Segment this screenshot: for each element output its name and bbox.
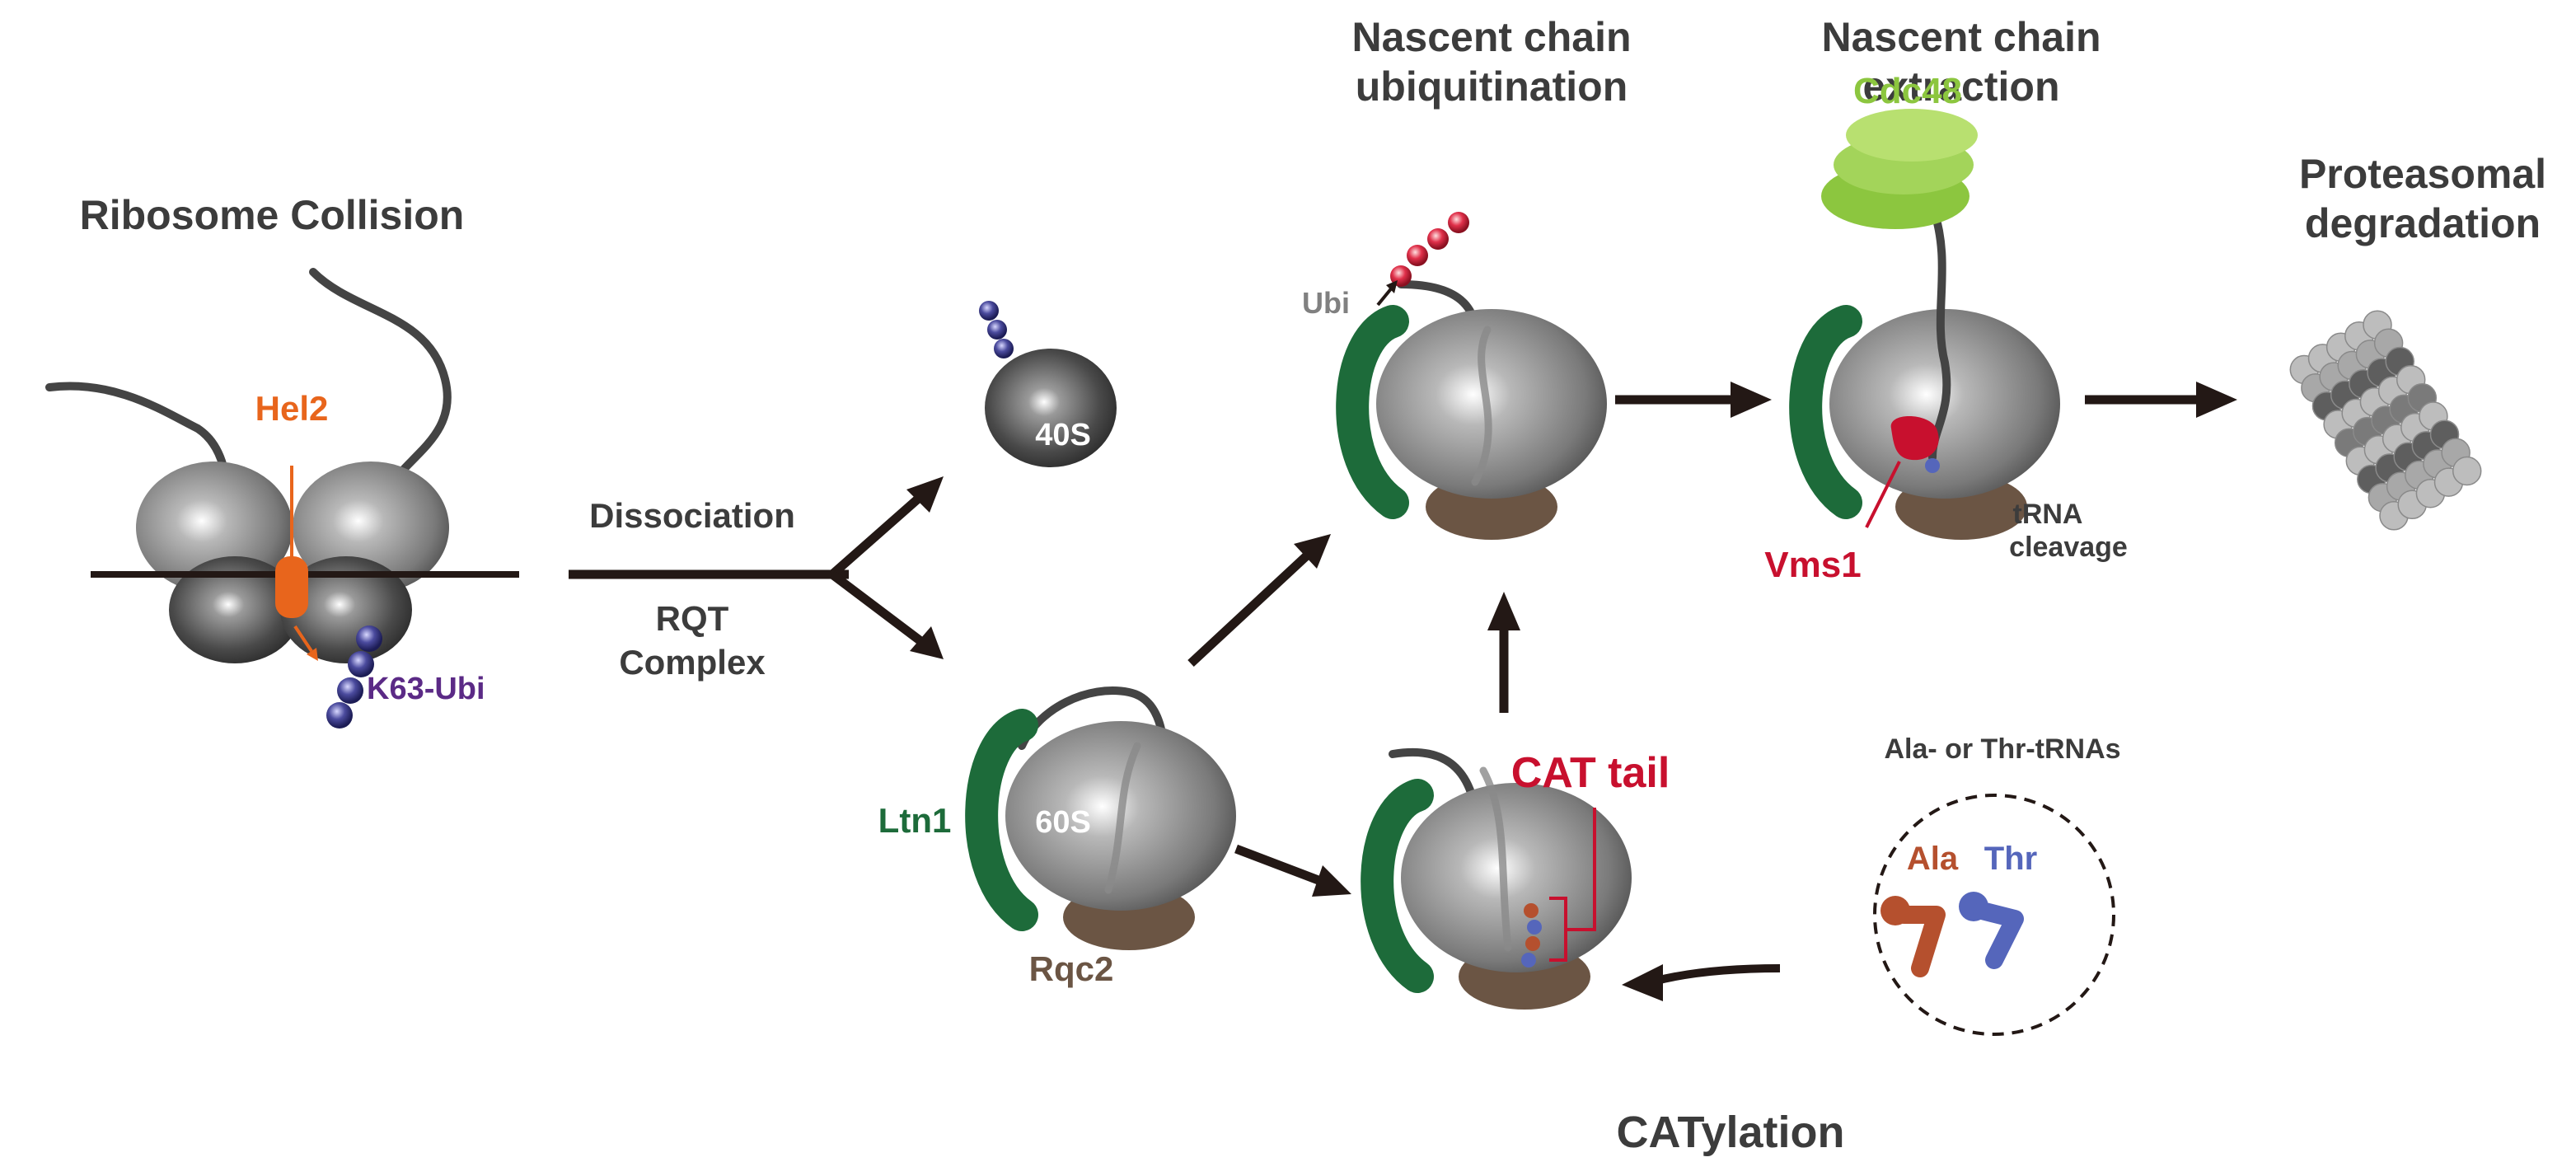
label-rqt-line2: Complex — [619, 643, 766, 682]
label-dissociation: Dissociation — [589, 496, 795, 535]
arrow-catylation-to-ubiquitination — [1487, 592, 1520, 713]
extraction-ribosome: Cdc48 Vms1 tRNA cleavage — [1764, 71, 2128, 585]
cat-residue-2 — [1527, 920, 1542, 935]
label-cdc48: Cdc48 — [1853, 71, 1962, 111]
ubiquitin-k63-3 — [337, 677, 363, 704]
label-trna-cleavage-line1: tRNA — [2013, 499, 2083, 530]
ubiquitin-40s-3 — [994, 339, 1014, 358]
ltn1-protein-ubiquitination — [1336, 305, 1409, 519]
thr-trna-body — [1973, 902, 2024, 969]
cat-residue-3 — [1525, 936, 1540, 951]
ubiquitination-ribosome: Ubi — [1302, 212, 1607, 540]
title-ubiquitination-line2: ubiquitination — [1356, 63, 1628, 110]
arrow-trna-to-catylation — [1622, 964, 1781, 1001]
ubiquitin-k63-2 — [348, 651, 374, 677]
arrow-extraction-to-degradation — [2085, 382, 2237, 418]
catylation-ribosome: CAT tail — [1361, 747, 1670, 1010]
arrow-ubiquitination-to-extraction — [1615, 382, 1772, 418]
label-60s: 60S — [1035, 805, 1091, 840]
trna-residue — [1925, 458, 1940, 473]
nascent-chain-extraction — [1928, 202, 1951, 461]
label-rqt-line1: RQT — [656, 599, 729, 638]
label-ubi: Ubi — [1302, 286, 1350, 320]
label-rqc2: Rqc2 — [1029, 949, 1114, 988]
vms1-pointer-line — [1865, 461, 1901, 528]
ltn1-protein-extraction — [1789, 305, 1862, 519]
title-extraction-line1: Nascent chain — [1821, 14, 2101, 60]
proteasome-subunit — [2452, 456, 2482, 486]
ribosome-large-subunit-left — [169, 556, 301, 663]
label-40s: 40S — [1035, 418, 1091, 452]
title-catylation: CATylation — [1617, 1108, 1845, 1157]
trna-pool: Ala- or Thr-tRNAs Ala Thr — [1873, 733, 2121, 1036]
label-thr: Thr — [1984, 841, 2037, 877]
title-extraction-line2: extraction — [1863, 63, 2060, 110]
subunit-40s: 40S — [979, 301, 1117, 467]
cdc48-ring-3 — [1846, 109, 1978, 162]
ribosome-ubiquitination — [1376, 309, 1607, 499]
title-degradation-line1: Proteasomal — [2299, 151, 2546, 197]
dissociation-arrow — [569, 476, 944, 659]
label-ala: Ala — [1907, 841, 1959, 877]
ltn1-protein-catylation — [1361, 779, 1434, 993]
ala-trna-body — [1895, 906, 1946, 977]
ubiquitin-k63-1 — [356, 625, 382, 652]
hel2-protein — [275, 556, 308, 618]
ubiquitin-40s-2 — [987, 320, 1007, 340]
label-trna-pool: Ala- or Thr-tRNAs — [1884, 733, 2120, 765]
cat-tail-pointer — [1566, 808, 1596, 931]
proteasome — [2289, 310, 2482, 531]
label-ltn1: Ltn1 — [878, 801, 952, 840]
label-trna-cleavage-line2: cleavage — [2009, 532, 2128, 563]
collided-ribosomes: Hel2 K63-Ubi — [45, 268, 519, 729]
ubi-arrow — [1376, 285, 1394, 307]
label-vms1: Vms1 — [1764, 545, 1861, 585]
title-ribosome-collision: Ribosome Collision — [80, 192, 465, 238]
ubiquitin-red-4 — [1448, 212, 1469, 233]
title-degradation-line2: degradation — [2305, 200, 2541, 246]
cat-residue-4 — [1521, 953, 1536, 968]
nascent-chain-ubiquitination-tunnel — [1471, 326, 1492, 486]
ubi-arrow-head — [1386, 280, 1398, 293]
label-k63-ubi: K63-Ubi — [367, 672, 485, 706]
ubiquitin-k63-4 — [326, 702, 353, 729]
title-ubiquitination-line1: Nascent chain — [1351, 14, 1631, 60]
arrow-60s-to-catylation — [1234, 844, 1351, 897]
ltn1-protein — [965, 709, 1038, 931]
trna-pool-circle — [1873, 794, 2115, 1036]
arrow-60s-to-ubiquitination — [1187, 534, 1331, 668]
ubiquitin-40s-1 — [979, 301, 999, 321]
ubiquitin-red-2 — [1407, 245, 1428, 266]
hel2-arrow-head — [307, 648, 318, 661]
subunit-60s-complex: 60S Ltn1 Rqc2 — [878, 686, 1236, 988]
vms1-protein — [1890, 416, 1939, 461]
hel2-arrow — [293, 625, 313, 653]
label-hel2: Hel2 — [255, 389, 329, 428]
cat-residue-1 — [1524, 903, 1539, 918]
ubiquitin-red-3 — [1427, 228, 1449, 250]
ribosome-catylation — [1401, 783, 1632, 972]
nascent-chain-catylation-tunnel — [1479, 766, 1512, 952]
label-cat-tail: CAT tail — [1511, 749, 1670, 797]
nascent-chain-60s-tunnel — [1104, 742, 1141, 894]
